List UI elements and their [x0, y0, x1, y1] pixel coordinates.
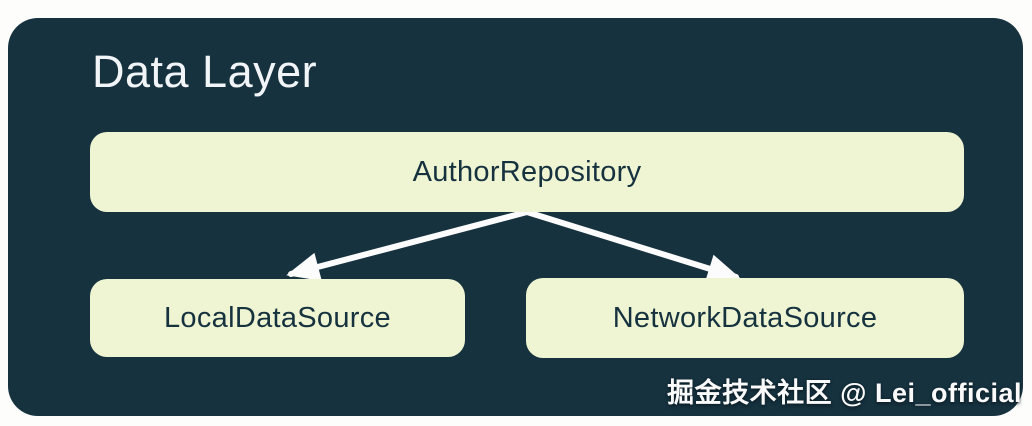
diagram-title: Data Layer [92, 46, 318, 97]
node-local-data-source: LocalDataSource [90, 279, 465, 357]
arrow-to-network-data-source [524, 209, 741, 283]
node-author-repository-label: AuthorRepository [412, 155, 642, 188]
data-layer-container: Data Layer AuthorRepository LocalDataSou… [8, 18, 1023, 416]
watermark: 掘金技术社区 @ Lei_official [667, 378, 1022, 408]
node-network-data-source: NetworkDataSource [526, 278, 964, 358]
node-network-data-source-label: NetworkDataSource [612, 301, 878, 334]
arrow-to-local-data-source [286, 209, 530, 281]
node-author-repository: AuthorRepository [90, 132, 964, 212]
node-local-data-source-label: LocalDataSource [164, 301, 391, 334]
